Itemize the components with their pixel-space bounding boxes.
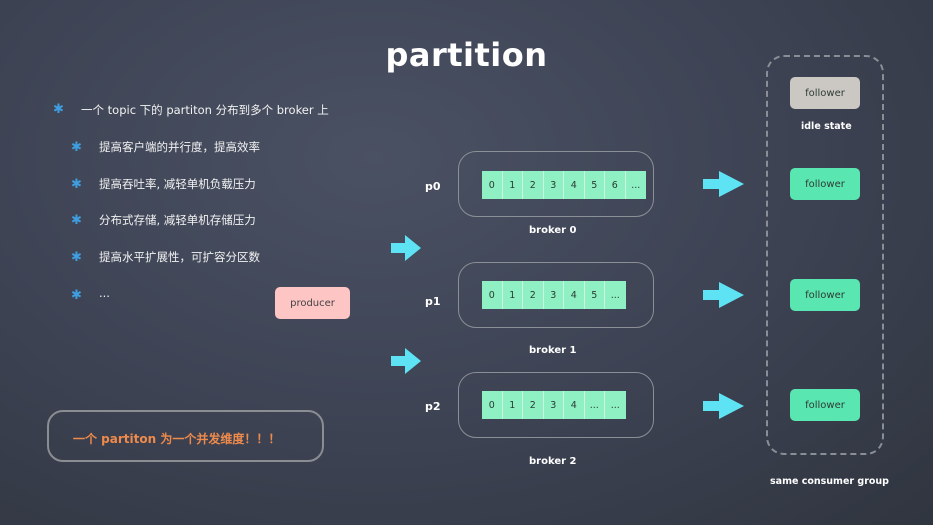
offset-cell: 0: [482, 391, 503, 419]
follower-node: follower: [790, 279, 860, 311]
note-text: 一个 partiton 为一个并发维度！！！: [73, 432, 281, 446]
offset-cell: 5: [585, 281, 605, 309]
arrow-right-icon: [703, 171, 744, 197]
follower-node: follower: [790, 168, 860, 200]
offset-cell: 3: [544, 281, 564, 309]
arrow-right-icon: [391, 348, 421, 374]
offset-log: 0 1 2 3 4 5 ...: [482, 281, 626, 309]
bullet-star-icon: ✱: [71, 140, 82, 155]
arrow-right-icon: [391, 235, 421, 261]
arrow-right-icon: [703, 282, 744, 308]
offset-log: 0 1 2 3 4 ... ...: [482, 391, 626, 419]
offset-cell: 1: [503, 281, 523, 309]
offset-cell: 1: [503, 171, 523, 199]
offset-cell: ...: [610, 399, 620, 411]
bullet-star-icon: ✱: [71, 288, 82, 303]
bullet-star-icon: ✱: [71, 177, 82, 192]
offset-cell: 2: [523, 281, 544, 309]
offset-cell: 2: [523, 171, 544, 199]
bullet-item: 提高水平扩展性，可扩容分区数: [99, 250, 260, 264]
slide-title: partition: [385, 36, 548, 74]
bullet-item: 提高客户端的并行度，提高效率: [99, 140, 260, 154]
follower-node-idle: follower: [790, 77, 860, 109]
bullet-item: 分布式存储, 减轻单机存储压力: [99, 213, 256, 227]
partition-label: p1: [425, 295, 441, 308]
offset-cell: ...: [631, 179, 641, 191]
partition-label: p0: [425, 180, 441, 193]
producer-node: producer: [275, 287, 350, 319]
offset-cell: 0: [482, 171, 503, 199]
offset-cell: ...: [610, 289, 620, 301]
bullet-item: ...: [99, 286, 110, 300]
bullet-item: 提高吞吐率, 减轻单机负载压力: [99, 177, 256, 191]
offset-cell: 4: [564, 391, 585, 419]
offset-cell: 5: [585, 171, 605, 199]
offset-cell: ...: [585, 391, 605, 419]
idle-state-caption: idle state: [801, 121, 852, 132]
offset-cell: 4: [564, 171, 585, 199]
offset-cell: 6: [605, 171, 626, 199]
broker-box: [458, 262, 654, 328]
consumer-group-box: [766, 55, 884, 455]
arrow-right-icon: [703, 393, 744, 419]
consumer-group-caption: same consumer group: [770, 476, 889, 487]
offset-log: 0 1 2 3 4 5 6 ...: [482, 171, 646, 199]
broker-box: [458, 151, 654, 217]
offset-cell: 3: [544, 391, 564, 419]
bullet-star-icon: ✱: [71, 213, 82, 228]
bullet-item: 一个 topic 下的 partiton 分布到多个 broker 上: [81, 103, 329, 117]
broker-box: [458, 372, 654, 438]
offset-cell: 0: [482, 281, 503, 309]
note-box: [47, 410, 324, 462]
follower-node: follower: [790, 389, 860, 421]
offset-cell: 3: [544, 171, 564, 199]
offset-cell: 4: [564, 281, 585, 309]
broker-label: broker 0: [529, 225, 577, 236]
bullet-star-icon: ✱: [53, 102, 64, 117]
broker-label: broker 2: [529, 456, 577, 467]
bullet-star-icon: ✱: [71, 250, 82, 265]
broker-label: broker 1: [529, 345, 577, 356]
offset-cell: 2: [523, 391, 544, 419]
offset-cell: 1: [503, 391, 523, 419]
partition-label: p2: [425, 400, 441, 413]
